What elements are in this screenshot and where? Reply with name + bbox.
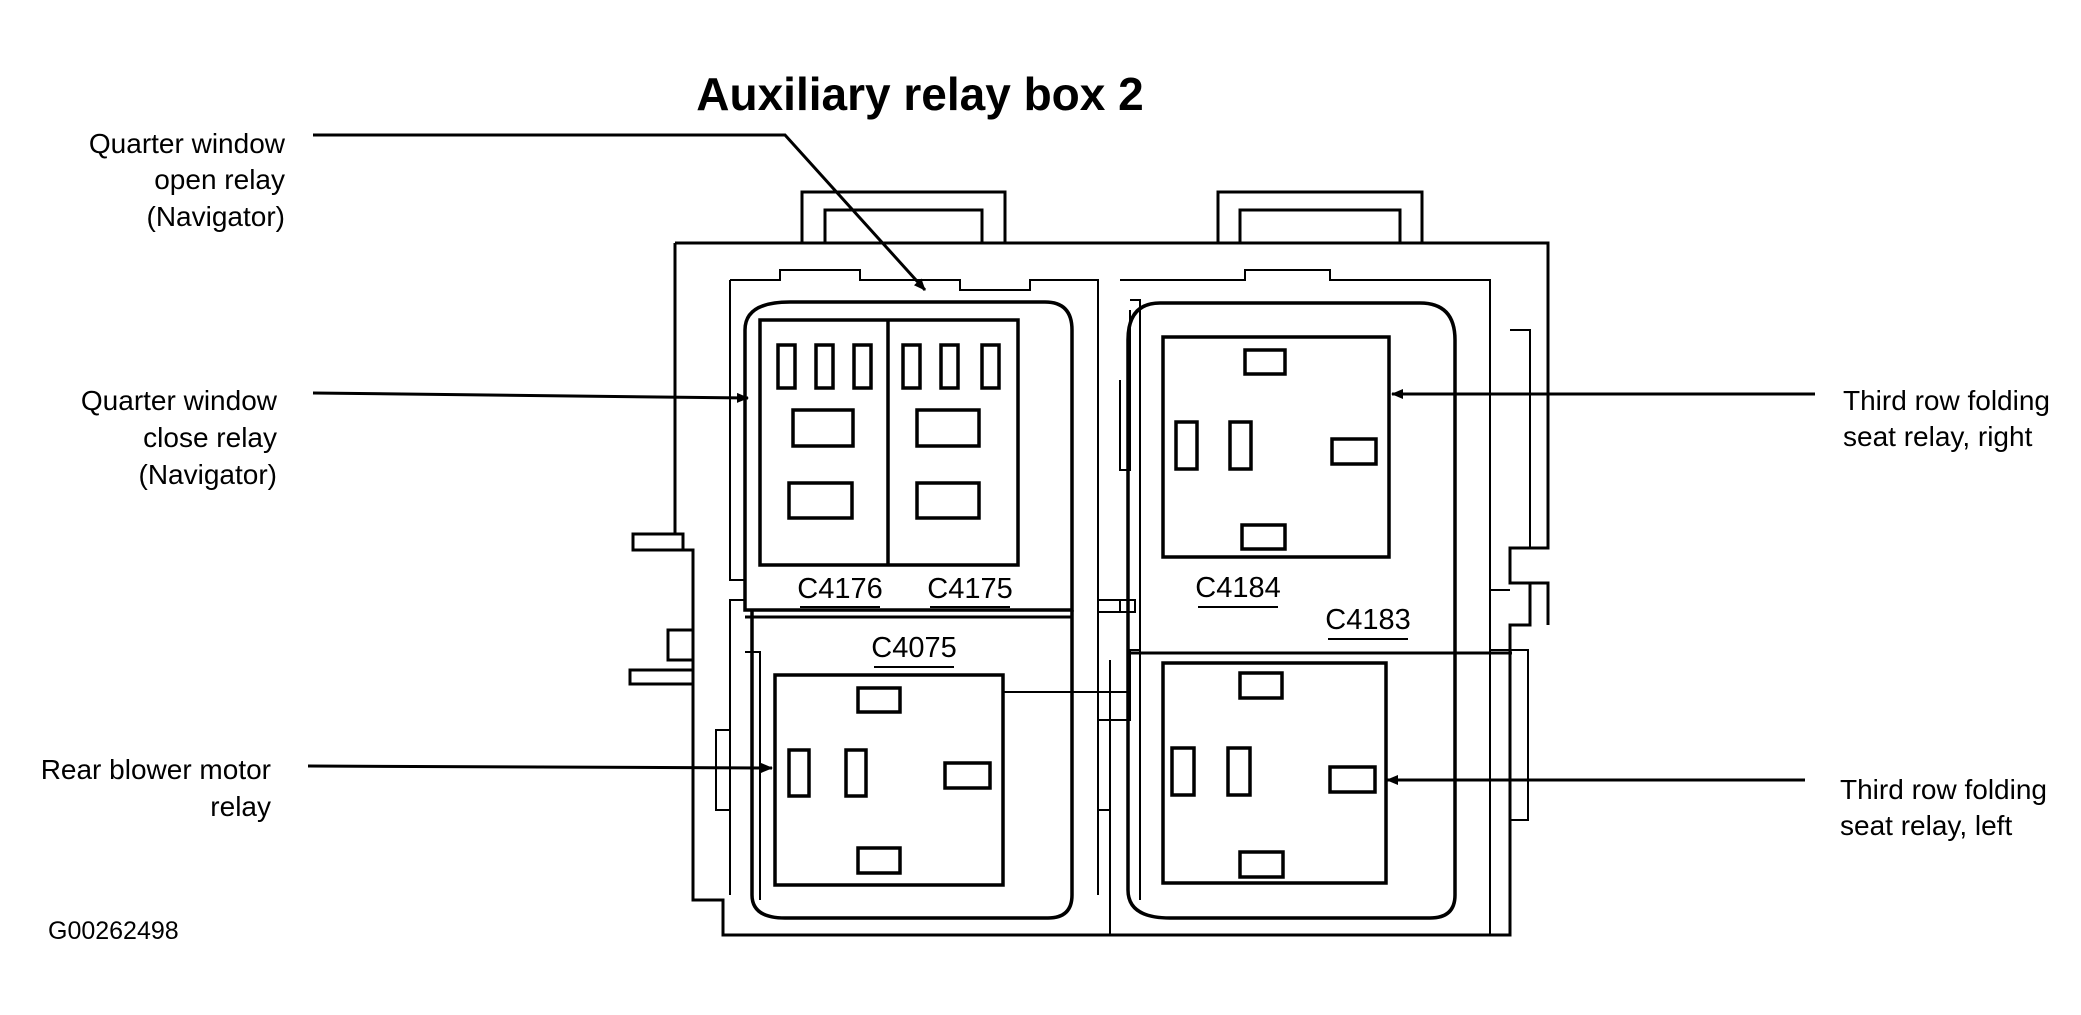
callout-quarter-window-close: Quarter window close relay (Navigator) [81, 385, 278, 490]
callout-line: Quarter window [89, 128, 286, 159]
terminal [1174, 420, 1199, 471]
terminal [791, 408, 855, 448]
callout-line: (Navigator) [147, 201, 285, 232]
connector-label-c4176: C4176 [797, 573, 882, 605]
callout-line: seat relay, right [1843, 421, 2033, 452]
callout-line: Rear blower motor [41, 754, 271, 785]
terminal [1330, 437, 1378, 466]
figure-id: G00262498 [48, 917, 179, 945]
terminal [844, 748, 868, 798]
callout-rear-blower-motor: Rear blower motor relay [41, 754, 271, 822]
connector-label-c4183: C4183 [1325, 604, 1410, 636]
callout-line: (Navigator) [139, 459, 277, 490]
terminal [915, 481, 981, 520]
callout-line: open relay [154, 164, 285, 195]
terminal [1238, 671, 1284, 700]
connector-label-c4175: C4175 [927, 573, 1012, 605]
relay-socket-rear-blower [773, 673, 1130, 887]
connector-labels: C4176 C4175 C4184 C4183 C4075 [797, 572, 1411, 668]
terminal [1243, 348, 1287, 376]
callout-line: seat relay, left [1840, 810, 2012, 841]
terminal [939, 343, 960, 390]
terminal [980, 343, 1001, 390]
callout-line: Third row folding [1843, 385, 2050, 416]
terminal [1226, 746, 1252, 797]
terminal [1328, 765, 1377, 794]
terminal [787, 748, 811, 798]
connector-label-c4184: C4184 [1195, 572, 1280, 604]
leader-lines [307, 133, 1815, 785]
terminal [915, 408, 981, 448]
terminal [1238, 850, 1285, 879]
terminal [776, 343, 797, 390]
relay-socket-third-row [1126, 301, 1512, 920]
connector-label-c4075: C4075 [871, 632, 956, 664]
terminal [943, 761, 992, 790]
callout-line: relay [210, 791, 271, 822]
callout-line: Quarter window [81, 385, 278, 416]
callout-third-row-left: Third row folding seat relay, left [1840, 774, 2047, 841]
terminal [856, 686, 902, 714]
terminal [852, 343, 873, 390]
callout-line: Third row folding [1840, 774, 2047, 805]
relay-socket-quarter-window [743, 300, 1074, 920]
callout-third-row-right: Third row folding seat relay, right [1843, 385, 2050, 452]
terminal [901, 343, 922, 390]
callout-quarter-window-open: Quarter window open relay (Navigator) [89, 128, 286, 232]
terminal [1228, 420, 1253, 471]
terminal [1170, 746, 1196, 797]
terminal [1240, 523, 1287, 551]
terminal [856, 846, 902, 875]
terminal [787, 481, 854, 520]
diagram-title: Auxiliary relay box 2 [696, 68, 1143, 120]
terminal [814, 343, 835, 390]
callout-line: close relay [143, 422, 277, 453]
